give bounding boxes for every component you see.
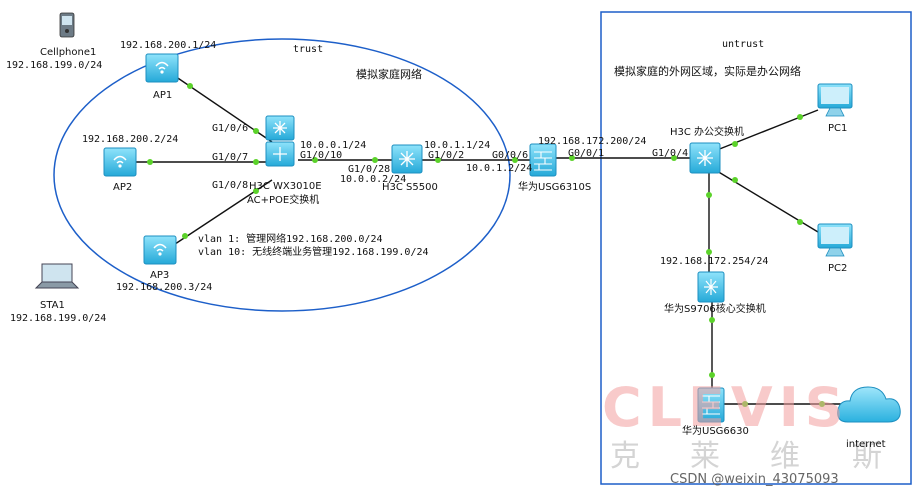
- svg-text:斯: 斯: [852, 439, 882, 474]
- ap3-ip-label: 192.168.200.3/24: [116, 282, 212, 293]
- port-g106: G1/0/6: [212, 123, 248, 134]
- cellphone-icon: [59, 12, 75, 38]
- pc1-icon: [817, 83, 853, 117]
- trust-desc: 模拟家庭网络: [356, 67, 422, 81]
- port-g1028: G1/0/28: [348, 164, 390, 175]
- ap2-icon: [103, 147, 137, 177]
- internet-cloud-icon: [837, 386, 901, 423]
- fw-ip-in-label: 10.0.1.2/24: [466, 163, 532, 174]
- untrust-label: untrust: [722, 39, 764, 50]
- port-g006: G0/0/6: [492, 150, 528, 161]
- port-g1010: G1/0/10: [300, 150, 342, 161]
- ap3-icon: [143, 235, 177, 265]
- pc2-label: PC2: [828, 263, 847, 274]
- ap1-icon: [145, 53, 179, 83]
- port-g107: G1/0/7: [212, 152, 248, 163]
- s5500-switch-icon: [391, 144, 423, 174]
- svg-text:莱: 莱: [690, 439, 720, 474]
- fw6310-label: 华为USG6310S: [518, 180, 591, 193]
- s5500-ip2-label: 10.0.1.1/24: [424, 140, 490, 151]
- vlan10-note: vlan 10: 无线终端业务管理192.168.199.0/24: [198, 245, 429, 258]
- pc1-label: PC1: [828, 123, 847, 134]
- port-g001: G0/0/1: [568, 148, 604, 159]
- usg6310s-firewall-icon: [529, 143, 557, 177]
- core-ip-label: 192.168.172.254/24: [660, 256, 768, 267]
- ap2-label: AP2: [113, 182, 132, 193]
- link-dots: [147, 83, 825, 407]
- usg6630-firewall-icon: [697, 387, 725, 423]
- ap1-label: AP1: [153, 90, 172, 101]
- ac-label: H3C WX3010E: [249, 181, 322, 192]
- watermark-cn: 克 莱 维 斯: [610, 439, 882, 474]
- internet-label: internet: [846, 439, 886, 450]
- office-switch-label: H3C 办公交换机: [670, 125, 744, 138]
- cellphone-label: Cellphone1: [40, 47, 96, 58]
- cellphone-net-label: 192.168.199.0/24: [6, 60, 102, 71]
- csdn-credit: CSDN @weixin_43075093: [670, 472, 839, 487]
- ac-switch-icon: [265, 115, 295, 167]
- s9706-core-switch-icon: [697, 271, 725, 303]
- trust-zone: [53, 38, 511, 312]
- watermark-brand: CLEVIS: [602, 376, 850, 439]
- sta1-laptop-icon: [34, 263, 80, 289]
- office-switch-icon: [689, 142, 721, 174]
- s5500-ip1-label: 10.0.0.2/24: [340, 174, 406, 185]
- fw-ip-out-label: 192.168.172.200/24: [538, 136, 646, 147]
- port-g108: G1/0/8: [212, 180, 248, 191]
- sta1-label: STA1: [40, 300, 65, 311]
- port-g102: G1/0/2: [428, 150, 464, 161]
- svg-text:维: 维: [770, 439, 800, 474]
- fw6630-label: 华为USG6630: [682, 424, 749, 437]
- ap1-ip-label: 192.168.200.1/24: [120, 40, 216, 51]
- untrust-desc: 模拟家庭的外网区域，实际是办公网络: [614, 64, 801, 78]
- sta1-net-label: 192.168.199.0/24: [10, 313, 106, 324]
- trust-label: trust: [293, 44, 323, 55]
- untrust-zone: [600, 11, 912, 485]
- ap2-ip-label: 192.168.200.2/24: [82, 134, 178, 145]
- ac-ip-label: 10.0.0.1/24: [300, 140, 366, 151]
- s5500-label: H3C S5500: [382, 182, 438, 193]
- ap3-label: AP3: [150, 270, 169, 281]
- ac-sub-label: AC+POE交换机: [247, 193, 319, 206]
- port-g104: G1/0/4: [652, 148, 688, 159]
- vlan1-note: vlan 1: 管理网络192.168.200.0/24: [198, 232, 383, 245]
- svg-text:克: 克: [610, 439, 640, 474]
- core-switch-label: 华为S9706核心交换机: [664, 302, 766, 315]
- pc2-icon: [817, 223, 853, 257]
